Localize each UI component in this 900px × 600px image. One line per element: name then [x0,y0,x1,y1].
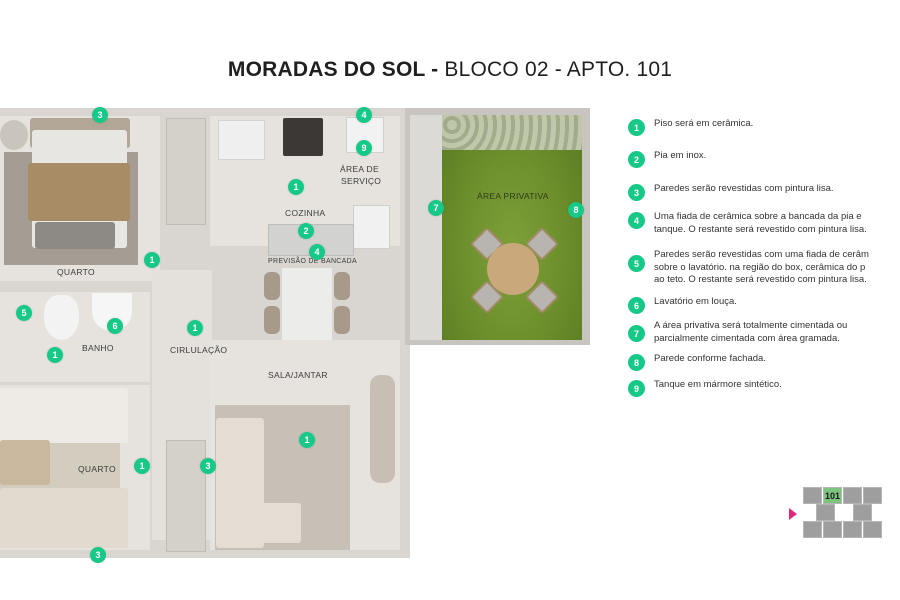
legend-text: Paredes serão revestidas com pintura lis… [654,183,834,194]
legend-badge: 6 [628,297,645,314]
legend-item-2: 2 Pia em inox. [628,150,900,183]
marker-1: 1 [288,179,304,195]
fridge [218,120,265,160]
dining-chair [264,272,280,300]
legend-text: Parede conforme fachada. [654,353,766,364]
legend-item-3: 3 Paredes serão revestidas com pintura l… [628,183,900,211]
tv-rack [370,375,395,483]
desk [0,440,50,485]
key-unit [803,521,822,538]
patio-table [487,243,539,295]
label-quarto-bottom: QUARTO [78,464,116,474]
bed-runner [35,222,115,249]
legend-item-5: 5 Paredes serão revestidas com uma fiada… [628,249,900,296]
marker-5: 5 [16,305,32,321]
key-unit [863,521,882,538]
marker-4: 4 [309,244,325,260]
location-arrow-icon [789,508,797,520]
dining-chair [334,272,350,300]
legend-text: Paredes serão revestidas com uma fiada d… [654,249,869,260]
marker-1: 1 [134,458,150,474]
marker-7: 7 [428,200,444,216]
marker-3: 3 [92,107,108,123]
legend-badge: 4 [628,212,645,229]
legend-badge: 8 [628,354,645,371]
bed-single-top [0,388,128,443]
legend-text: Pia em inox. [654,150,707,161]
lawn [442,115,582,340]
legend-badge: 5 [628,255,645,272]
legend-item-1: 1 Piso será em cerâmica. [628,118,900,150]
wardrobe-top [166,118,206,225]
label-area-servico-2: SERVIÇO [341,176,382,186]
marker-8: 8 [568,202,584,218]
dining-chair [334,306,350,334]
marker-2: 2 [298,223,314,239]
label-banho: BANHO [82,343,114,353]
marker-9: 9 [356,140,372,156]
label-circulacao: CIRLULAÇÃO [170,345,228,355]
legend-item-4: 4 Uma fiada de cerâmica sobre a bancada … [628,211,900,249]
duvet [28,163,130,221]
legend-badge: 1 [628,119,645,136]
marker-1: 1 [187,320,203,336]
legend-item-6: 6 Lavatório em louça. [628,296,900,320]
marker-4: 4 [356,107,372,123]
dining-table [282,268,332,340]
stove [283,118,323,156]
concrete-strip [410,115,442,340]
marker-1: 1 [299,432,315,448]
key-unit [863,487,882,504]
toilet [44,295,79,340]
marker-3: 3 [90,547,106,563]
bed-single-bottom [0,488,128,548]
legend-text: sobre o lavatório. na região do box, cer… [654,261,866,273]
legend-badge: 7 [628,325,645,342]
key-unit [823,521,842,538]
legend-text: A área privativa será totalmente cimenta… [654,320,848,331]
marker-1: 1 [47,347,63,363]
legend-text: Piso será em cerâmica. [654,118,754,129]
key-unit [843,487,862,504]
legend: 1 Piso será em cerâmica. 2 Pia em inox. … [628,118,900,403]
legend-item-7: 7 A área privativa será totalmente cimen… [628,320,900,353]
legend-text: Lavatório em louça. [654,296,737,307]
label-previsao-bancada: PREVISÃO DE BANCADA [268,258,357,265]
dining-chair [264,306,280,334]
legend-text: ao teto. O restante será revestido com p… [654,274,867,285]
legend-badge: 3 [628,184,645,201]
label-sala-jantar: SALA/JANTAR [268,370,328,380]
legend-item-9: 9 Tanque em mármore sintético. [628,379,900,403]
key-unit-active: 101 [823,487,842,504]
legend-text: parcialmente cimentada com área gramada. [654,332,840,344]
key-core [853,504,872,521]
marker-3: 3 [200,458,216,474]
nightstand-lamp [0,120,28,150]
legend-badge: 2 [628,151,645,168]
legend-text: Uma fiada de cerâmica sobre a bancada da… [654,211,862,222]
marker-1: 1 [144,252,160,268]
legend-text: tanque. O restante será revestido com pi… [654,223,867,235]
legend-item-8: 8 Parede conforme fachada. [628,353,900,379]
legend-badge: 9 [628,380,645,397]
key-core [816,504,835,521]
title-project: MORADAS DO SOL - [227,58,439,81]
legend-text: Tanque em mármore sintético. [654,379,782,390]
sofa-chaise [256,503,301,543]
marker-6: 6 [107,318,123,334]
key-unit [843,521,862,538]
title-unit: BLOCO 02 - APTO. 101 [438,58,673,81]
label-cozinha: COZINHA [285,208,326,218]
wardrobe-bottom [166,440,206,552]
hedge [442,115,582,150]
key-unit [803,487,822,504]
label-area-privativa: ÁREA PRIVATIVA [477,191,549,201]
washing-machine [353,205,390,249]
page-title: MORADAS DO SOL - BLOCO 02 - APTO. 101 [0,58,900,82]
label-quarto-top: QUARTO [57,267,95,277]
label-area-servico-1: ÁREA DE [340,164,379,174]
